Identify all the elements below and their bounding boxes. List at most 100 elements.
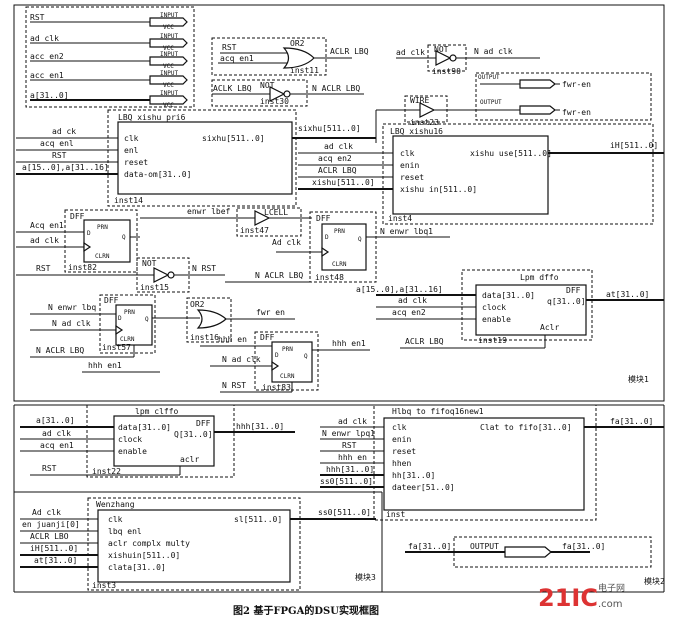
svg-text:clk: clk [400, 149, 415, 158]
svg-text:PRN: PRN [97, 224, 108, 231]
lcell-inst47: LCELL enwr lbef inst47 [140, 207, 312, 237]
svg-text:DFF: DFF [316, 214, 331, 223]
svg-text:PRN: PRN [124, 309, 135, 316]
svg-text:inst14: inst14 [114, 196, 143, 205]
svg-text:clock: clock [482, 303, 506, 312]
svg-text:D: D [118, 315, 122, 322]
svg-text:a[15..0],a[31..16]: a[15..0],a[31..16] [356, 285, 443, 294]
svg-text:Ad clk: Ad clk [32, 508, 61, 517]
svg-text:Q: Q [304, 353, 308, 360]
svg-text:inst82: inst82 [68, 263, 97, 272]
svg-text:hhh en1: hhh en1 [332, 339, 366, 348]
io-pin-rst: RST INPUT VCC [30, 12, 188, 31]
svg-text:inst57: inst57 [102, 343, 131, 352]
svg-text:RST: RST [36, 264, 51, 273]
svg-text:fwr en: fwr en [256, 308, 285, 317]
svg-text:VCC: VCC [163, 102, 174, 109]
svg-text:CLRN: CLRN [280, 373, 295, 380]
svg-text:data-om[31..0]: data-om[31..0] [124, 170, 191, 179]
svg-text:xishuin[511..0]: xishuin[511..0] [108, 551, 180, 560]
svg-text:N RST: N RST [222, 381, 246, 390]
svg-text:DFF: DFF [196, 419, 211, 428]
fa-output: fa[31..0] OUTPUT fa[31..0] [405, 536, 652, 568]
svg-text:DFF: DFF [566, 286, 581, 295]
svg-text:ad clk: ad clk [30, 34, 59, 43]
svg-text:Hlbq to fifoq16new1: Hlbq to fifoq16new1 [392, 407, 484, 416]
svg-text:hhh[31..0]: hhh[31..0] [326, 465, 374, 474]
svg-text:D: D [325, 234, 329, 241]
svg-text:a[15..0],a[31..16]: a[15..0],a[31..16] [22, 163, 109, 172]
svg-text:D: D [87, 230, 91, 237]
svg-text:N enwr lpq1: N enwr lpq1 [322, 429, 375, 438]
or2-gate-inst16: OR2 fwr en inst16 [186, 297, 295, 343]
svg-text:Clat to fifo[31..0]: Clat to fifo[31..0] [480, 423, 572, 432]
svg-text:CLRN: CLRN [95, 253, 110, 260]
svg-text:DFF: DFF [104, 296, 119, 305]
module3-region: 模块3 [14, 491, 383, 592]
svg-text:ss0[511..0]: ss0[511..0] [320, 477, 373, 486]
svg-text:xishu use[511..0]: xishu use[511..0] [470, 149, 552, 158]
svg-text:acq en1: acq en1 [40, 441, 74, 450]
svg-text:PRN: PRN [282, 346, 293, 353]
not-gate-inst15: NOT RST N RST inst15 [16, 257, 225, 293]
svg-text:acc en1: acc en1 [30, 71, 64, 80]
svg-text:Ad clk: Ad clk [272, 238, 301, 247]
svg-text:VCC: VCC [163, 45, 174, 52]
svg-text:acc en2: acc en2 [30, 52, 64, 61]
svg-text:OR2: OR2 [190, 300, 205, 309]
svg-text:enin: enin [392, 435, 411, 444]
module1-label: 模块1 [628, 374, 649, 384]
svg-text:inst15: inst15 [140, 283, 169, 292]
svg-text:VCC: VCC [163, 63, 174, 70]
svg-text:inst30: inst30 [260, 97, 289, 106]
svg-text:CLRN: CLRN [120, 336, 135, 343]
svg-text:lpm clffo: lpm clffo [135, 407, 179, 416]
svg-text:reset: reset [392, 447, 416, 456]
svg-text:OUTPUT: OUTPUT [478, 74, 500, 81]
svg-text:lbq enl: lbq enl [108, 527, 142, 536]
svg-text:INPUT: INPUT [160, 90, 178, 97]
figure-caption: 图2 基于FPGA的DSU实现框图 [233, 604, 379, 617]
svg-text:VCC: VCC [163, 82, 174, 89]
svg-text:inst47: inst47 [240, 226, 269, 235]
svg-text:data[31..0]: data[31..0] [482, 291, 535, 300]
svg-text:N ad clk: N ad clk [474, 47, 513, 56]
svg-text:hhh[31..0]: hhh[31..0] [236, 422, 284, 431]
svg-text:xishu in[511..0]: xishu in[511..0] [400, 185, 477, 194]
dff-inst57: DFF PRN D Q CLRN N enwr lbq N ad clk N A… [30, 294, 200, 358]
svg-text:clk: clk [124, 134, 139, 143]
svg-text:clock: clock [118, 435, 142, 444]
svg-text:N ACLR LBQ: N ACLR LBQ [255, 271, 303, 280]
hlbq-fifo-block: Hlbq to fifoq16new1 clk enin reset hhen … [320, 404, 664, 521]
svg-text:inst16: inst16 [190, 333, 219, 342]
svg-text:clata[31..0]: clata[31..0] [108, 563, 166, 572]
svg-text:Q: Q [145, 316, 149, 323]
svg-text:Aclr: Aclr [540, 323, 559, 332]
wire-inst23: WIRE inst23 [375, 95, 448, 143]
svg-text:inst11: inst11 [290, 66, 319, 75]
svg-text:OUTPUT: OUTPUT [470, 542, 499, 551]
svg-text:ad clk: ad clk [396, 48, 425, 57]
svg-text:inst23: inst23 [410, 118, 439, 127]
svg-text:xishu[511..0]: xishu[511..0] [312, 178, 375, 187]
svg-text:Q[31..0]: Q[31..0] [174, 430, 213, 439]
svg-text:aclr complx multy: aclr complx multy [108, 539, 190, 548]
svg-text:aclr: aclr [180, 455, 199, 464]
mid-wires: N ACLR LBQ [225, 271, 312, 283]
svg-text:dateer[51..0]: dateer[51..0] [392, 483, 455, 492]
svg-text:OR2: OR2 [290, 39, 305, 48]
module2-label: 模块2 [644, 576, 665, 586]
svg-text:inst83: inst83 [262, 383, 291, 392]
lpm-clffo-block: lpm clffo data[31..0] clock enable DFF Q… [20, 404, 295, 478]
svg-text:INPUT: INPUT [160, 51, 178, 58]
svg-text:inst: inst [386, 510, 405, 519]
svg-text:sixhu[511..0]: sixhu[511..0] [298, 124, 361, 133]
svg-text:INPUT: INPUT [160, 33, 178, 40]
svg-text:inst90: inst90 [432, 67, 461, 76]
svg-text:enable: enable [118, 447, 147, 456]
wenzhang-block: Wenzhang clk lbq enl aclr complx multy x… [20, 497, 376, 591]
svg-text:Lpm dffo: Lpm dffo [520, 273, 559, 282]
svg-text:fa[31..0]: fa[31..0] [610, 417, 653, 426]
svg-text:at[31..0]: at[31..0] [606, 290, 649, 299]
